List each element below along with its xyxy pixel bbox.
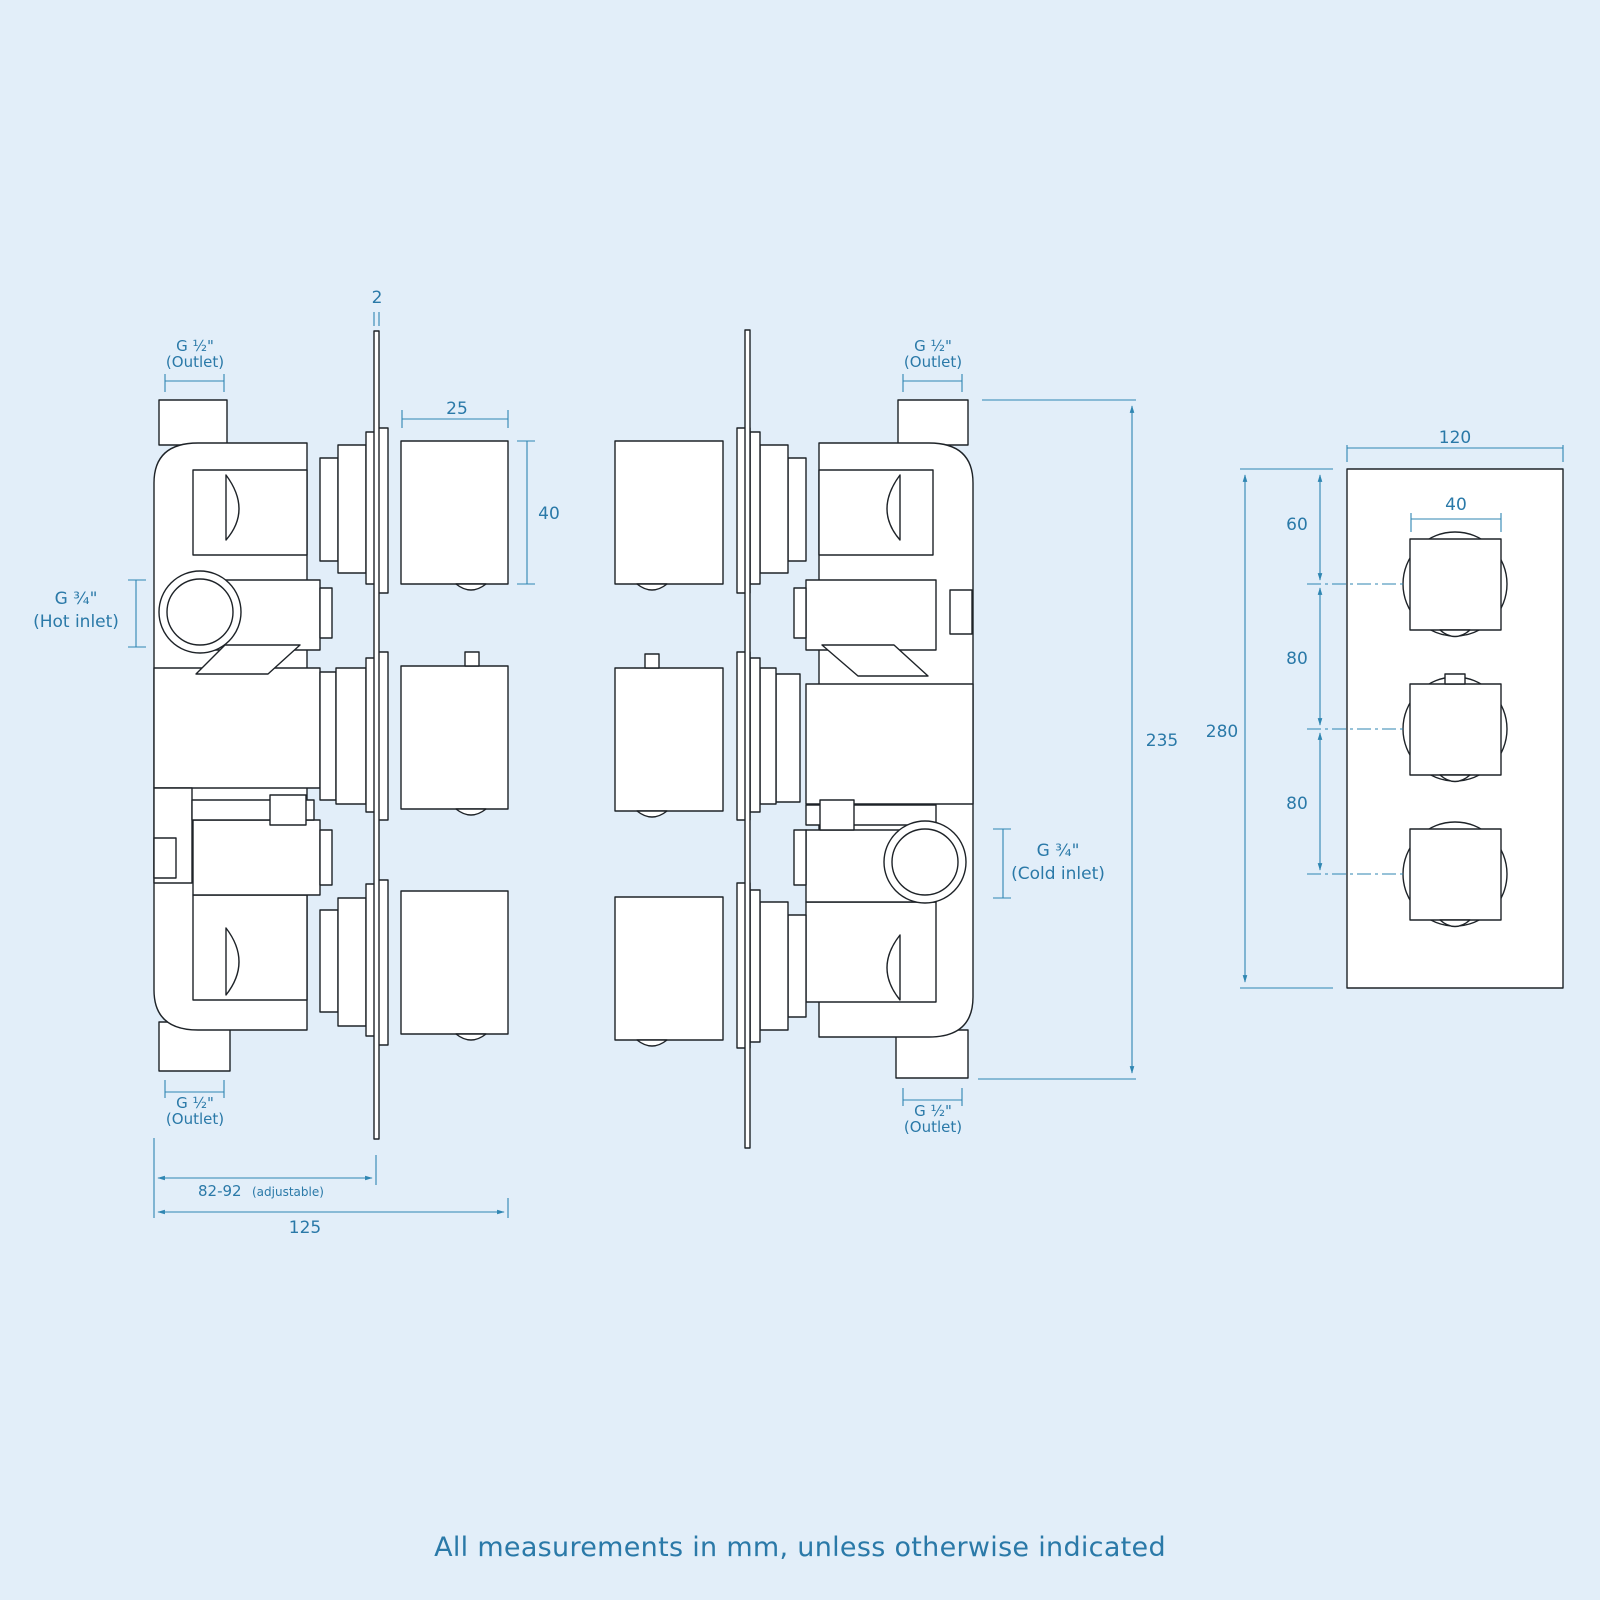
right-side-view (614, 329, 974, 1149)
collar-mid (335, 667, 367, 805)
nut (319, 829, 333, 886)
wall-plate (373, 330, 380, 1140)
hot-inlet-inner (166, 578, 234, 646)
flange-mid (749, 657, 761, 813)
front-view (1307, 468, 1564, 989)
handle-tip (455, 1033, 487, 1041)
plate-width: 120 (1439, 428, 1471, 448)
handle-tip (455, 583, 487, 591)
handle-height: 40 (538, 504, 560, 524)
handle-mid (400, 665, 509, 810)
depth-adjust-value: 82-92 (198, 1182, 242, 1200)
total-depth: 125 (289, 1218, 321, 1238)
collar-bot (337, 897, 367, 1027)
wall-plate (744, 329, 751, 1149)
footer-note: All measurements in mm, unless otherwise… (434, 1532, 1166, 1563)
outlet-bottom-size: G ½" (176, 1094, 214, 1112)
stem-top (787, 457, 807, 562)
collar-top (759, 444, 789, 574)
bottom-cartridge (225, 927, 240, 996)
side-tab (153, 837, 177, 879)
outlet-top-name: (Outlet) (904, 353, 962, 371)
handle-tip (1439, 919, 1471, 928)
collar-mid (759, 667, 777, 805)
wedge (821, 644, 929, 677)
handle-nub (464, 651, 480, 667)
nut (319, 587, 333, 639)
stem-bot (787, 914, 807, 1018)
outlet-bottom-name: (Outlet) (904, 1118, 962, 1136)
flange-top (749, 431, 761, 585)
rail-clip (269, 794, 307, 826)
right-view-dimensions: G ½" (Outlet) G ½" (Outlet) G ¾" (Cold i… (902, 337, 1178, 1136)
body-height: 235 (1146, 731, 1178, 751)
top-outlet-stub (897, 399, 969, 446)
stem-bot (319, 909, 339, 1013)
port-block (805, 579, 937, 651)
stem-mid (775, 673, 801, 803)
top-cartridge (886, 474, 901, 541)
handle-nub (644, 653, 660, 669)
handle-nub (1444, 673, 1466, 685)
collar-top (337, 444, 367, 574)
plate-thickness: 2 (372, 288, 383, 308)
rail-clip (819, 799, 855, 831)
outlet-bottom-name: (Outlet) (166, 1110, 224, 1128)
nut (793, 587, 807, 639)
bottom-outlet-stub (895, 1029, 969, 1079)
body-center-block (805, 683, 974, 805)
lower-port-block (192, 819, 321, 896)
handle-mid (614, 667, 724, 812)
handle-tip (1439, 629, 1471, 638)
nut (793, 829, 807, 886)
collar-bot (759, 901, 789, 1031)
left-view-dimensions: G ½" (Outlet) G ½" (Outlet) G ¾" (Hot in… (33, 288, 560, 1238)
handle-tip (1439, 774, 1471, 783)
outlet-top-size: G ½" (176, 337, 214, 355)
front-view-dimensions: 120 40 280 60 80 80 (1206, 428, 1564, 989)
top-channel (192, 469, 308, 556)
handle-tip (636, 810, 668, 818)
plate-height: 280 (1206, 722, 1238, 742)
bottom-channel (805, 901, 937, 1003)
handle-top (614, 440, 724, 585)
handle-width: 25 (446, 399, 468, 419)
handle-bot (400, 890, 509, 1035)
handle-top (1409, 538, 1502, 631)
spacing-2: 80 (1286, 794, 1308, 814)
handle-tip (636, 583, 668, 591)
depth-adjust-note: (adjustable) (252, 1185, 324, 1199)
top-outlet-stub (158, 399, 228, 446)
cold-inlet-inner (891, 828, 959, 896)
wedge (195, 644, 301, 675)
hot-inlet-size: G ¾" (55, 589, 98, 609)
outlet-top-name: (Outlet) (166, 353, 224, 371)
handle-width: 40 (1445, 495, 1467, 515)
handle-bot (614, 896, 724, 1041)
left-side-view (153, 330, 509, 1140)
body-center-block (153, 667, 321, 789)
outlet-bottom-size: G ½" (914, 1102, 952, 1120)
bottom-cartridge (886, 934, 901, 1001)
handle-tip (455, 808, 487, 816)
handle-tip (636, 1039, 668, 1047)
cold-inlet-size: G ¾" (1037, 841, 1080, 861)
handle-mid (1409, 683, 1502, 776)
outlet-top-size: G ½" (914, 337, 952, 355)
flange-bot (749, 889, 761, 1043)
bottom-channel (192, 894, 308, 1001)
spacing-1: 80 (1286, 649, 1308, 669)
top-offset: 60 (1286, 515, 1308, 535)
top-channel (818, 469, 934, 556)
cold-inlet-name: (Cold inlet) (1011, 864, 1105, 884)
stem-top (319, 457, 339, 562)
side-tab (949, 589, 973, 635)
top-cartridge (225, 474, 240, 541)
hot-inlet-name: (Hot inlet) (33, 612, 119, 632)
stem-mid (319, 671, 337, 801)
handle-top (400, 440, 509, 585)
handle-bot (1409, 828, 1502, 921)
